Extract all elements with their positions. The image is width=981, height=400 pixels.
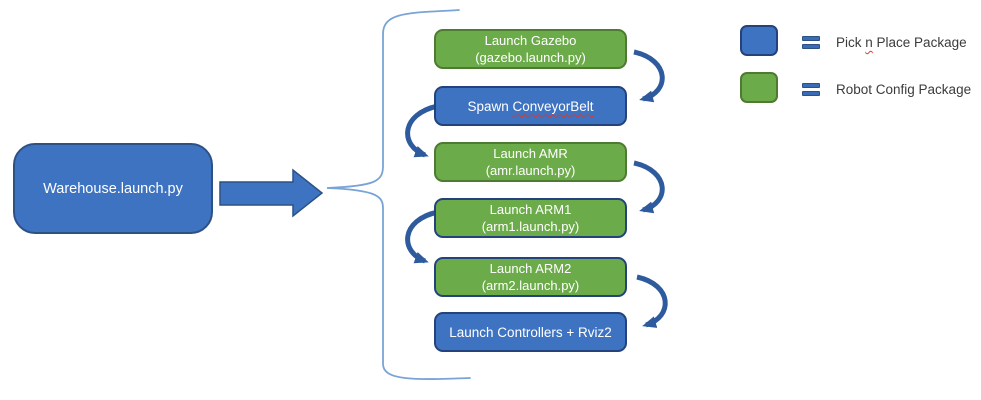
legend-label-misspelled: n xyxy=(865,35,873,50)
node-label-line2: (arm2.launch.py) xyxy=(481,278,580,293)
legend-label-pick-n-place: Pick n Place Package xyxy=(836,35,967,50)
node-label-line1: Launch AMR xyxy=(493,146,568,161)
curve-arrow-arm2-to-controllers xyxy=(636,274,668,328)
node-label-line2: (amr.launch.py) xyxy=(485,163,576,178)
node-label-line2: (gazebo.launch.py) xyxy=(475,50,586,65)
node-label-misspelled: ConveyorBelt xyxy=(512,98,594,114)
legend-label-pre: Pick xyxy=(836,35,866,50)
node-label-line2: (arm1.launch.py) xyxy=(481,219,580,234)
node-label-line1: Launch ARM2 xyxy=(489,261,572,276)
legend-label-robot-config: Robot Config Package xyxy=(836,82,972,97)
node-launch-gazebo: Launch Gazebo (gazebo.launch.py) xyxy=(434,29,627,69)
curve-arrow-arm1-to-arm2 xyxy=(405,209,439,264)
node-launch-arm1: Launch ARM1 (arm1.launch.py) xyxy=(434,198,627,238)
curve-arrow-gazebo-to-conveyor xyxy=(633,49,665,103)
node-label-pre: Spawn xyxy=(467,98,513,114)
node-launch-arm2: Launch ARM2 (arm2.launch.py) xyxy=(434,257,627,297)
equals-icon xyxy=(802,36,820,49)
node-launch-controllers-rviz2: Launch Controllers + Rviz2 xyxy=(434,312,627,352)
node-label: Spawn ConveyorBelt xyxy=(467,98,593,115)
flow-arrow-icon xyxy=(219,168,324,218)
node-label: Warehouse.launch.py xyxy=(43,180,183,197)
node-spawn-conveyorbelt: Spawn ConveyorBelt xyxy=(434,86,627,126)
legend-label-post: Place Package xyxy=(872,35,967,50)
curve-arrow-amr-to-arm1 xyxy=(633,160,665,214)
legend-swatch-robot-config xyxy=(740,72,778,103)
node-label-line1: Launch ARM1 xyxy=(489,202,572,217)
node-launch-amr: Launch AMR (amr.launch.py) xyxy=(434,142,627,182)
node-label: Launch Controllers + Rviz2 xyxy=(449,324,612,340)
node-label-line1: Launch Gazebo xyxy=(484,33,577,48)
node-warehouse-launch: Warehouse.launch.py xyxy=(13,143,213,234)
legend-swatch-pick-n-place xyxy=(740,25,778,56)
curly-brace xyxy=(326,9,471,380)
equals-icon xyxy=(802,83,820,96)
curve-arrow-conveyor-to-amr xyxy=(405,103,439,158)
